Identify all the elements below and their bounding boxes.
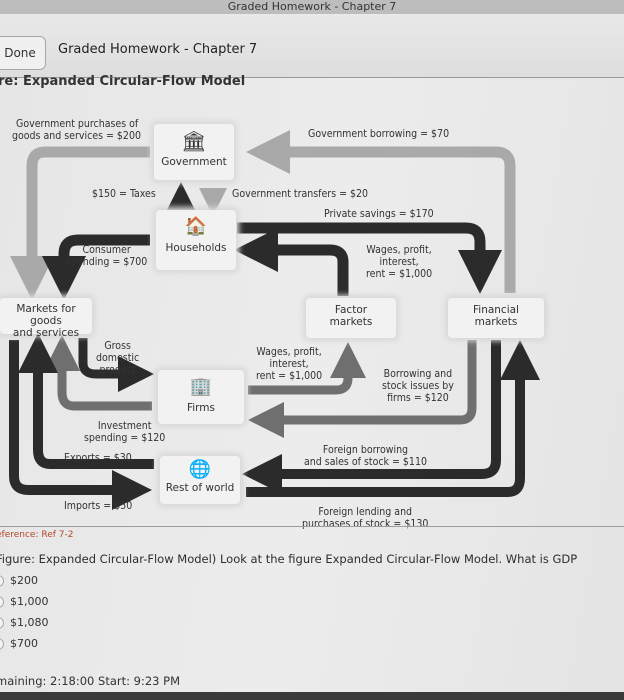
factory-icon: 🏢 (189, 376, 213, 397)
answer-option[interactable]: $1,080 (0, 616, 49, 629)
figure-heading: re: Expanded Circular-Flow Model (0, 74, 246, 89)
label-foreign-borrowing: Foreign borrowing and sales of stock = $… (304, 444, 427, 468)
window-title: Graded Homework - Chapter 7 (0, 0, 624, 14)
content-area: re: Expanded Circular-Flow Model (0, 74, 624, 700)
radio-button[interactable] (0, 637, 4, 650)
node-rest-of-world: 🌐 Rest of world (160, 456, 240, 504)
circular-flow-diagram: 🏛 Government 🏠 Households Markets for go… (0, 78, 624, 538)
bottom-bezel (0, 692, 624, 700)
node-firms: 🏢 Firms (158, 370, 244, 424)
page-title: Graded Homework - Chapter 7 (58, 42, 258, 57)
arrow-imports (9, 340, 152, 510)
label-gov-purchases: Government purchases of goods and servic… (12, 118, 141, 142)
arrow-gov-purchases (10, 146, 150, 300)
reference-label: eference: Ref 7-2 (0, 530, 74, 540)
government-building-icon: 🏛 (181, 129, 207, 153)
answer-option[interactable]: $1,000 (0, 595, 49, 608)
label-exports: Exports = $30 (64, 452, 132, 464)
label-consumer-spending: Consumer spending = $700 (66, 244, 148, 268)
house-icon: 🏠 (184, 216, 208, 237)
divider (0, 526, 624, 527)
radio-button[interactable] (0, 616, 4, 629)
flow-arrows (9, 130, 540, 510)
arrow-wages-firms (248, 342, 366, 395)
arrow-consumer-spending (42, 234, 150, 300)
arrow-private-savings (237, 222, 502, 294)
arrow-gov-borrowing (246, 130, 516, 293)
answer-option[interactable]: $700 (0, 637, 38, 650)
arrow-investment (44, 335, 152, 411)
label-wages-firms: Wages, profit, interest, rent = $1,000 (256, 346, 323, 382)
node-factor-markets: Factor markets (306, 298, 396, 338)
arrow-exports (18, 333, 154, 469)
radio-button[interactable] (0, 574, 4, 587)
arrow-firm-borrowing (248, 340, 477, 438)
label-taxes: $150 = Taxes (92, 188, 156, 200)
node-financial-markets: Financial markets (448, 298, 544, 338)
navbar: Done Graded Homework - Chapter 7 (0, 14, 624, 78)
label-gov-transfers: Government transfers = $20 (232, 188, 369, 200)
arrow-foreign-borrowing (242, 340, 501, 494)
label-private-savings: Private savings = $170 (324, 208, 434, 220)
timer-status: maining: 2:18:00 Start: 9:23 PM (0, 674, 180, 688)
answer-option[interactable]: $200 (0, 574, 38, 587)
question-text: Figure: Expanded Circular-Flow Model) Lo… (0, 552, 578, 566)
node-households: 🏠 Households (156, 210, 236, 270)
label-firm-borrowing: Borrowing and stock issues by firms = $1… (382, 368, 454, 404)
label-wages-households: Wages, profit, interest, rent = $1,000 (366, 244, 433, 280)
node-government: 🏛 Government (154, 124, 234, 180)
label-foreign-lending: Foreign lending and purchases of stock =… (302, 506, 429, 530)
done-button[interactable]: Done (0, 36, 46, 70)
arrow-foreign-lending (246, 340, 540, 497)
label-gov-borrowing: Government borrowing = $70 (308, 128, 450, 140)
label-investment: Investment spending = $120 (84, 420, 166, 444)
label-gdp: Gross domestic product (96, 340, 140, 376)
arrow-gdp (78, 338, 154, 392)
globe-icon: 🌐 (188, 459, 212, 480)
node-markets-goods: Markets for goods and services (0, 298, 92, 339)
radio-button[interactable] (0, 595, 4, 608)
label-imports: Imports = $50 (64, 500, 133, 512)
arrow-wages-households (234, 228, 349, 296)
